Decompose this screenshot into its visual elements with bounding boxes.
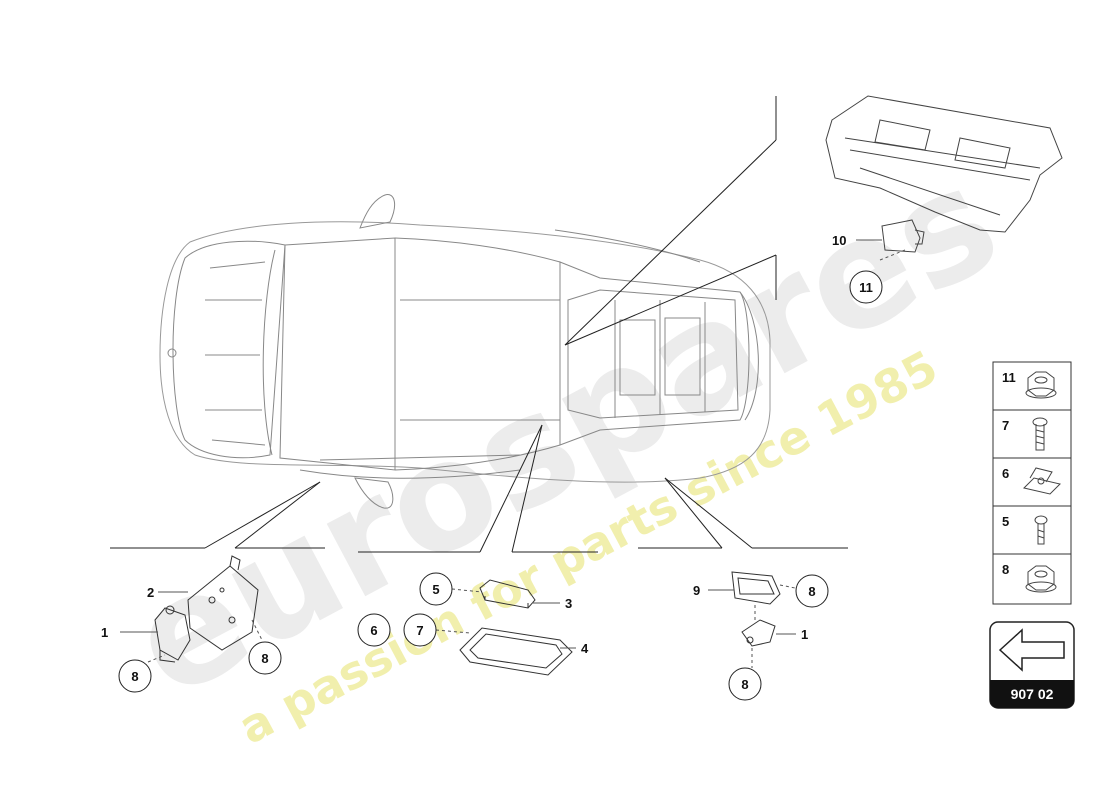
callout-circle-8-right-b — [728, 667, 762, 701]
part-group-right — [708, 571, 801, 668]
arrow-left-icon — [998, 628, 1065, 672]
callout-circle-5 — [419, 572, 453, 606]
table-row: 7 — [1002, 417, 1048, 451]
sensor-part-1-right — [741, 619, 776, 647]
watermark-brand: eurospares — [105, 133, 1024, 732]
callout-8-left-b: 8 — [261, 651, 268, 666]
callout-circle-8-left-a — [118, 659, 152, 693]
flange-nut-icon — [1025, 371, 1057, 399]
part-group-top-right — [825, 95, 1063, 261]
callout-8-right-b: 8 — [741, 677, 748, 692]
clip-nut-icon — [1023, 467, 1061, 495]
table-row-label: 11 — [1002, 370, 1016, 385]
callout-10: 10 — [832, 233, 846, 248]
callout-1-right: 1 — [801, 627, 808, 642]
callout-circle-11 — [849, 270, 883, 304]
callout-circle-8-left-b — [248, 641, 282, 675]
reference-badge[interactable]: 907 02 — [989, 621, 1075, 709]
callout-2: 2 — [147, 585, 154, 600]
tray-part-4 — [459, 627, 573, 676]
leader-lines — [110, 96, 848, 553]
callout-1-left: 1 — [101, 625, 108, 640]
hardware-table: 11 7 6 5 — [992, 361, 1072, 605]
table-row: 6 — [1002, 466, 1061, 495]
callout-5: 5 — [432, 582, 439, 597]
callout-7: 7 — [416, 623, 423, 638]
bracket-part-9 — [731, 571, 781, 605]
bolt-icon — [1032, 417, 1048, 451]
table-row-label: 5 — [1002, 514, 1009, 529]
screw-icon — [1034, 515, 1048, 545]
callout-6: 6 — [370, 623, 377, 638]
callout-4: 4 — [581, 641, 589, 656]
table-row-label: 6 — [1002, 466, 1009, 481]
callouts: 1 2 8 8 5 3 6 7 4 9 8 1 8 10 11 — [101, 233, 883, 701]
part-group-left — [120, 555, 263, 663]
table-row: 8 — [1002, 562, 1057, 593]
table-row: 11 — [1002, 370, 1057, 399]
callout-3: 3 — [565, 596, 572, 611]
callout-8-left-a: 8 — [131, 669, 138, 684]
callout-circle-6 — [357, 613, 391, 647]
table-row: 5 — [1002, 514, 1048, 545]
table-row-label: 8 — [1002, 562, 1009, 577]
crossmember — [825, 95, 1063, 233]
reference-code: 907 02 — [1011, 686, 1054, 702]
table-row-label: 7 — [1002, 418, 1009, 433]
control-unit-part-10 — [881, 219, 921, 253]
callout-circle-7 — [403, 613, 437, 647]
part-group-center — [435, 579, 576, 676]
car-top-view — [159, 194, 771, 509]
hex-nut-icon — [1025, 565, 1057, 593]
callout-circle-8-right-a — [795, 574, 829, 608]
callout-11: 11 — [859, 280, 873, 295]
watermark: eurospares a passion for parts since 198… — [105, 133, 1024, 755]
callout-8-right-a: 8 — [808, 584, 815, 599]
callout-9: 9 — [693, 583, 700, 598]
